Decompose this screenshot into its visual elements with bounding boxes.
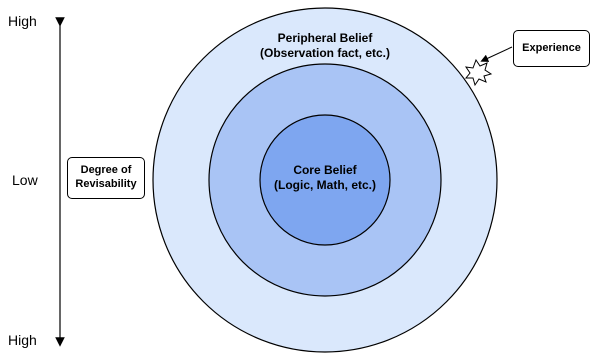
explosion-icon (464, 58, 493, 87)
experience-box: Experience (513, 30, 590, 67)
axis-box-line2: Revisability (75, 178, 137, 190)
axis-high-top-label: High (8, 13, 37, 29)
core-belief-line2: (Logic, Math, etc.) (274, 178, 376, 192)
axis-low-label: Low (12, 172, 38, 188)
peripheral-belief-line1: Peripheral Belief (277, 31, 373, 45)
peripheral-belief-label: Peripheral Belief (Observation fact, etc… (225, 31, 425, 61)
core-belief-line1: Core Belief (293, 163, 357, 177)
inner-ring-core (259, 114, 391, 246)
axis-high-bottom-label: High (8, 332, 37, 348)
core-belief-label: Core Belief (Logic, Math, etc.) (250, 163, 400, 193)
experience-label: Experience (522, 42, 581, 54)
experience-connector (480, 46, 513, 62)
axis-box-line1: Degree of (80, 164, 132, 176)
peripheral-belief-line2: (Observation fact, etc.) (259, 46, 391, 60)
degree-of-revisability-box: Degree of Revisability (67, 157, 145, 199)
